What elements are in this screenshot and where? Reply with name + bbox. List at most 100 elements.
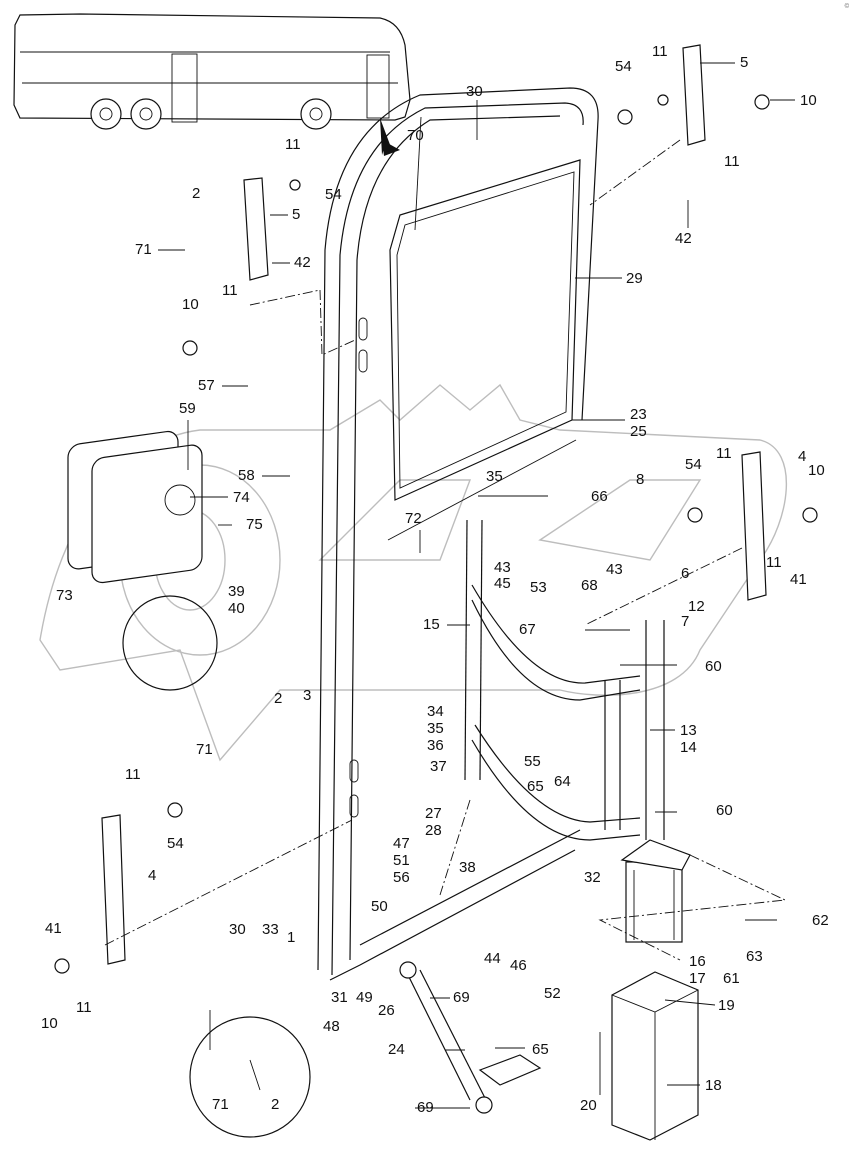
callout-31: 31 <box>331 989 348 1006</box>
callout-3: 3 <box>303 687 312 704</box>
callout-10: 10 <box>182 296 199 313</box>
callout-61: 61 <box>723 970 740 987</box>
lock-detail-circle <box>122 595 218 691</box>
callout-43: 43 <box>606 561 623 578</box>
alignment-lines <box>104 139 787 961</box>
callout-8: 8 <box>636 471 645 488</box>
callout-6: 6 <box>681 565 690 582</box>
cylinder-cover <box>611 971 699 1141</box>
callout-45: 45 <box>494 575 511 592</box>
callout-54: 54 <box>685 456 702 473</box>
callout-65: 65 <box>532 1041 549 1058</box>
callout-10: 10 <box>808 462 825 479</box>
callout-11: 11 <box>222 282 238 299</box>
callout-70: 70 <box>407 127 424 144</box>
callout-41: 41 <box>45 920 62 937</box>
callout-38: 38 <box>459 859 476 876</box>
callout-11: 11 <box>724 153 740 170</box>
callout-10: 10 <box>41 1015 58 1032</box>
callout-1: 1 <box>287 929 296 946</box>
callout-37: 37 <box>430 758 447 775</box>
callout-30: 30 <box>229 921 246 938</box>
callout-63: 63 <box>746 948 763 965</box>
callout-2: 2 <box>274 690 283 707</box>
corner-mark: © <box>844 4 849 10</box>
callout-72: 72 <box>405 510 422 527</box>
callout-11: 11 <box>125 766 141 783</box>
callout-16-17: 16 17 <box>689 953 706 987</box>
callout-69: 69 <box>417 1099 434 1116</box>
callout-47-51-56: 47 51 56 <box>393 835 410 886</box>
callout-4: 4 <box>148 867 157 884</box>
callout-42: 42 <box>294 254 311 271</box>
callout-35: 35 <box>486 468 503 485</box>
callout-59: 59 <box>179 400 196 417</box>
callout-10: 10 <box>800 92 817 109</box>
callout-66: 66 <box>591 488 608 505</box>
callout-11: 11 <box>652 43 668 60</box>
callout-5: 5 <box>740 54 749 71</box>
callout-39-40: 39 40 <box>228 583 245 617</box>
callout-67: 67 <box>519 621 536 638</box>
callout-71: 71 <box>196 741 213 758</box>
callout-46: 46 <box>510 957 527 974</box>
callout-64: 64 <box>554 773 571 790</box>
callout-42: 42 <box>675 230 692 247</box>
callout-54: 54 <box>325 186 342 203</box>
leader-lines <box>158 62 795 1109</box>
callout-50: 50 <box>371 898 388 915</box>
callout-26: 26 <box>378 1002 395 1019</box>
callout-65: 65 <box>527 778 544 795</box>
callout-62: 62 <box>812 912 829 929</box>
hinges <box>54 44 818 974</box>
callout-30: 30 <box>466 83 483 100</box>
callout-27-28: 27 28 <box>425 805 442 839</box>
door-cylinder <box>620 839 691 943</box>
callout-68: 68 <box>581 577 598 594</box>
door-leaf <box>317 87 599 981</box>
callout-11: 11 <box>285 136 301 153</box>
callout-44: 44 <box>484 950 501 967</box>
callout-71: 71 <box>135 241 152 258</box>
bus-overview-illustration <box>13 13 411 156</box>
callout-13-14: 13 14 <box>680 722 697 756</box>
callout-5: 5 <box>292 206 301 223</box>
emergency-lock-box <box>67 430 203 584</box>
callout-11: 11 <box>716 445 732 462</box>
callout-23-25: 23 25 <box>630 406 647 440</box>
callout-11: 11 <box>766 554 782 571</box>
callout-73: 73 <box>56 587 73 604</box>
callout-43: 43 <box>494 559 511 576</box>
callout-48: 48 <box>323 1018 340 1035</box>
callout-57: 57 <box>198 377 215 394</box>
callout-20: 20 <box>580 1097 597 1114</box>
callout-60: 60 <box>716 802 733 819</box>
callout-11: 11 <box>76 999 92 1016</box>
callout-49: 49 <box>356 989 373 1006</box>
callout-24: 24 <box>388 1041 405 1058</box>
callout-55: 55 <box>524 753 541 770</box>
callout-2: 2 <box>271 1096 280 1113</box>
callout-29: 29 <box>626 270 643 287</box>
callout-4: 4 <box>798 448 807 465</box>
seal-detail-circle <box>189 1016 311 1138</box>
callout-15: 15 <box>423 616 440 633</box>
callout-12: 12 <box>688 598 705 615</box>
callout-32: 32 <box>584 869 601 886</box>
callout-75: 75 <box>246 516 263 533</box>
callout-33: 33 <box>262 921 279 938</box>
linkage-rod <box>399 961 542 1114</box>
callout-69: 69 <box>453 989 470 1006</box>
callout-34-35-36: 34 35 36 <box>427 703 444 754</box>
callout-53: 53 <box>530 579 547 596</box>
callout-60: 60 <box>705 658 722 675</box>
callout-7: 7 <box>681 613 690 630</box>
callout-54: 54 <box>615 58 632 75</box>
callout-18: 18 <box>705 1077 722 1094</box>
callout-54: 54 <box>167 835 184 852</box>
callout-19: 19 <box>718 997 735 1014</box>
callout-71: 71 <box>212 1096 229 1113</box>
callout-58: 58 <box>238 467 255 484</box>
